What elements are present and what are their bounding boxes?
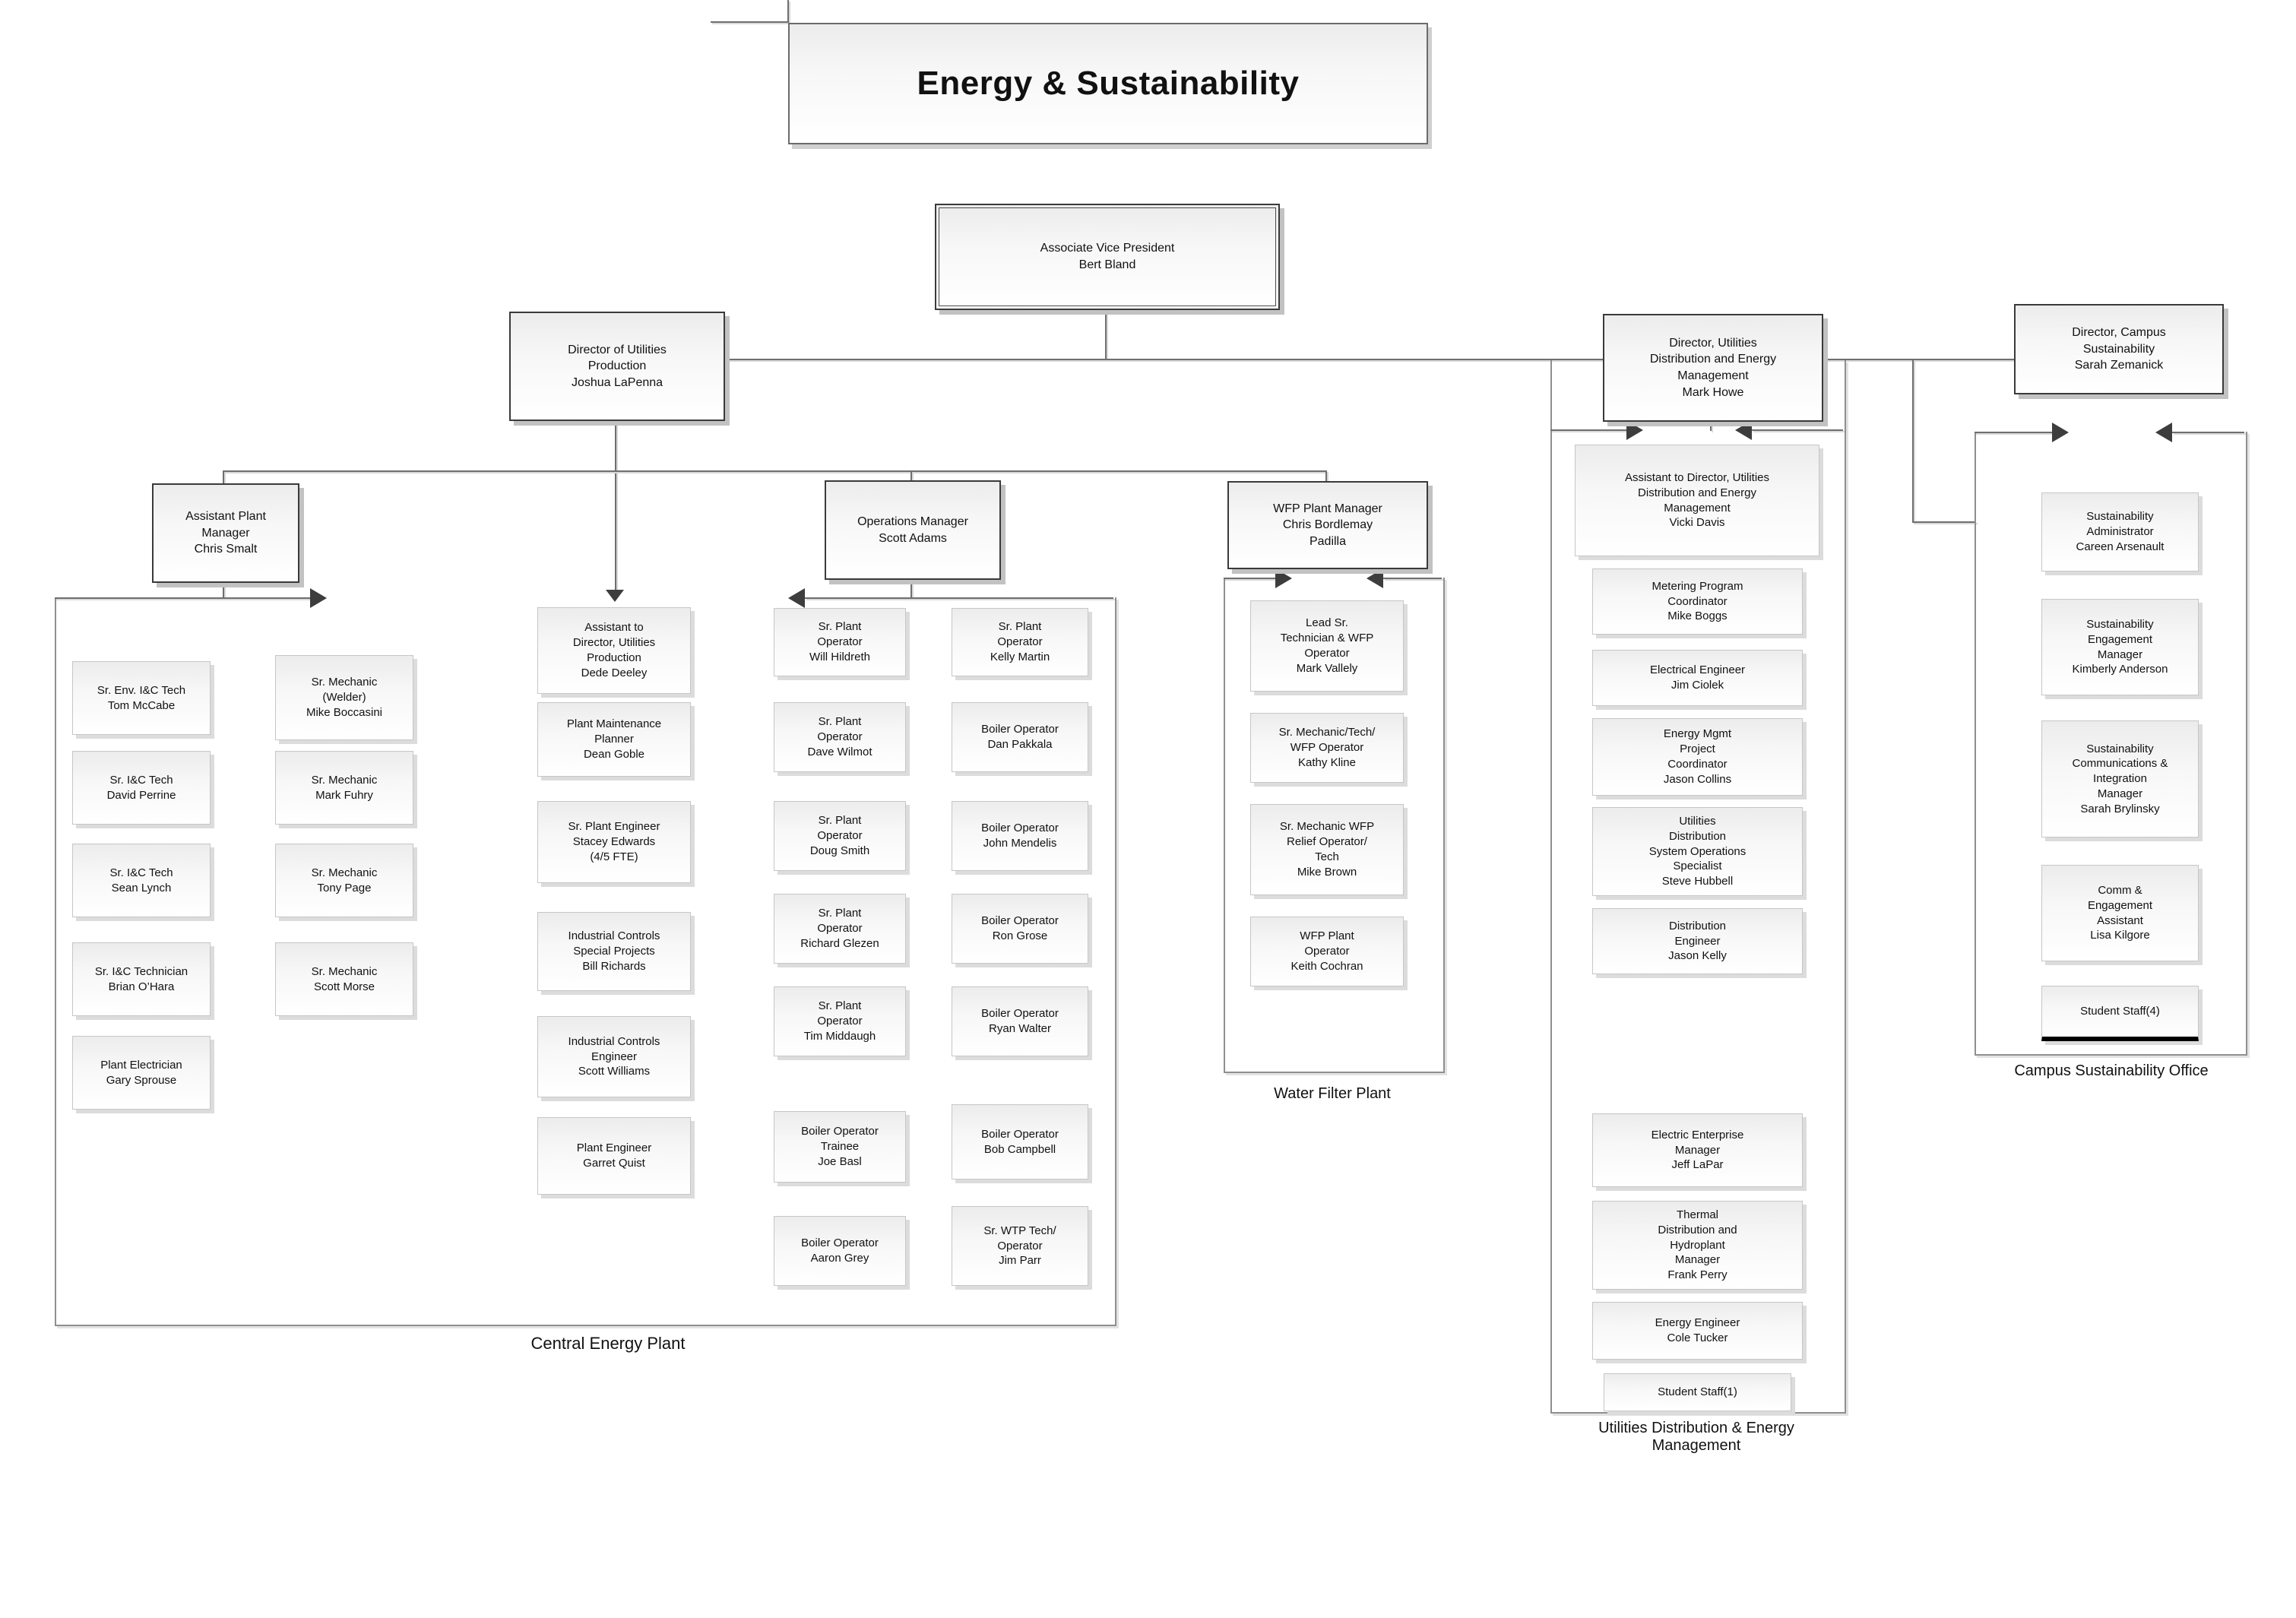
arrow-into-campus-right	[2155, 423, 2172, 442]
org-node-doug-smith: Sr. Plant Operator Doug Smith	[774, 801, 906, 871]
org-node-jason-collins: Energy Mgmt Project Coordinator Jason Co…	[1592, 718, 1803, 796]
org-node-tom-mccabe: Sr. Env. I&C Tech Tom McCabe	[72, 661, 211, 735]
arrow-into-udem-left	[1626, 420, 1643, 440]
arrow-into-campus-left	[2052, 423, 2069, 442]
org-node-jeff-lapar: Electric Enterprise Manager Jeff LaPar	[1592, 1113, 1803, 1187]
org-node-david-perrine: Sr. I&C Tech David Perrine	[72, 751, 211, 825]
org-node-sean-lynch: Sr. I&C Tech Sean Lynch	[72, 844, 211, 917]
org-node-scott-morse: Sr. Mechanic Scott Morse	[275, 942, 413, 1016]
org-node-tim-middaugh: Sr. Plant Operator Tim Middaugh	[774, 986, 906, 1056]
org-node-dean-goble: Plant Maintenance Planner Dean Goble	[537, 702, 691, 777]
org-node-bert-bland: Associate Vice President Bert Bland	[935, 204, 1280, 310]
org-title-box: Energy & Sustainability	[788, 23, 1428, 144]
wfp-top-right-segment	[1383, 578, 1442, 579]
org-node-udem-student-staff: Student Staff(1)	[1604, 1373, 1791, 1411]
campus-sustainability-label: Campus Sustainability Office	[2014, 1062, 2209, 1079]
campus-top-right-segment	[2172, 432, 2244, 433]
org-node-dan-pakkala: Boiler Operator Dan Pakkala	[952, 702, 1088, 772]
org-node-will-hildreth: Sr. Plant Operator Will Hildreth	[774, 608, 906, 676]
org-node-kimberly-anderson: Sustainability Engagement Manager Kimber…	[2041, 599, 2199, 695]
arrow-into-cep-right	[788, 588, 805, 608]
org-node-vicki-davis: Assistant to Director, Utilities Distrib…	[1575, 445, 1819, 556]
arrow-into-cep-left	[310, 588, 327, 608]
org-node-mark-fuhry: Sr. Mechanic Mark Fuhry	[275, 751, 413, 825]
connector-top-tick	[787, 0, 789, 23]
org-node-careen-arsenault: Sustainability Administrator Careen Arse…	[2041, 492, 2199, 572]
connector-top-stub	[711, 21, 787, 23]
org-node-richard-glezen: Sr. Plant Operator Richard Glezen	[774, 894, 906, 964]
org-node-sarah-brylinsky: Sustainability Communications & Integrat…	[2041, 720, 2199, 837]
org-node-bill-richards: Industrial Controls Special Projects Bil…	[537, 912, 691, 991]
campus-top-left-segment	[1975, 432, 2052, 433]
cep-top-right-segment	[805, 597, 1113, 599]
org-node-gary-sprouse: Plant Electrician Gary Sprouse	[72, 1036, 211, 1110]
org-node-kelly-martin: Sr. Plant Operator Kelly Martin	[952, 608, 1088, 676]
arrow-into-udem-right	[1735, 420, 1752, 440]
udem-frame	[1550, 360, 1846, 1414]
central-energy-plant-frame	[55, 597, 1116, 1326]
connector-wfp-feed	[1325, 470, 1327, 481]
cep-top-left-segment	[55, 597, 310, 599]
water-filter-plant-frame	[1224, 578, 1445, 1073]
org-node-jim-ciolek: Electrical Engineer Jim Ciolek	[1592, 650, 1803, 706]
arrow-into-wfp-left	[1275, 568, 1292, 588]
org-node-ryan-walter: Boiler Operator Ryan Walter	[952, 986, 1088, 1056]
udem-label: Utilities Distribution & Energy Manageme…	[1598, 1420, 1794, 1454]
org-node-tony-page: Sr. Mechanic Tony Page	[275, 844, 413, 917]
water-filter-plant-label: Water Filter Plant	[1274, 1085, 1391, 1102]
connector-smalt-feed	[223, 470, 224, 483]
org-node-dede-deeley: Assistant to Director, Utilities Product…	[537, 607, 691, 694]
connector-ops-under	[910, 577, 912, 598]
connector-trunk	[720, 359, 2014, 360]
org-node-steve-hubbell: Utilities Distribution System Operations…	[1592, 807, 1803, 896]
org-node-scott-adams: Operations Manager Scott Adams	[825, 480, 1001, 580]
org-node-joe-basl: Boiler Operator Trainee Joe Basl	[774, 1111, 906, 1183]
org-node-mike-boccasini: Sr. Mechanic (Welder) Mike Boccasini	[275, 655, 413, 740]
org-node-jim-parr: Sr. WTP Tech/ Operator Jim Parr	[952, 1206, 1088, 1286]
arrow-into-wfp-right	[1367, 568, 1383, 588]
org-node-john-mendelis: Boiler Operator John Mendelis	[952, 801, 1088, 871]
org-node-ron-grose: Boiler Operator Ron Grose	[952, 894, 1088, 964]
org-node-stacey-edwards: Sr. Plant Engineer Stacey Edwards (4/5 F…	[537, 801, 691, 883]
connector-lapenna-drop	[615, 418, 616, 590]
campus-frame	[1975, 432, 2247, 1056]
connector-ops-feed	[910, 470, 912, 480]
org-node-garret-quist: Plant Engineer Garret Quist	[537, 1117, 691, 1195]
org-node-brian-ohara: Sr. I&C Technician Brian O’Hara	[72, 942, 211, 1016]
org-node-aaron-grey: Boiler Operator Aaron Grey	[774, 1216, 906, 1286]
org-node-frank-perry: Thermal Distribution and Hydroplant Mana…	[1592, 1201, 1803, 1290]
org-node-lisa-kilgore: Comm & Engagement Assistant Lisa Kilgore	[2041, 865, 2199, 961]
connector-smalt-under	[223, 580, 224, 598]
udem-top-right-segment	[1752, 429, 1843, 431]
org-node-mike-brown: Sr. Mechanic WFP Relief Operator/ Tech M…	[1250, 804, 1404, 895]
connector-avp-drop	[1105, 307, 1107, 359]
org-node-mark-howe: Director, Utilities Distribution and Ene…	[1603, 314, 1823, 422]
connector-campus-feed-v	[1912, 359, 1914, 523]
connector-campus-feed-h	[1912, 521, 1976, 523]
arrow-down-to-support-column	[606, 590, 624, 602]
connector-branch	[223, 470, 1327, 472]
org-node-jason-kelly: Distribution Engineer Jason Kelly	[1592, 908, 1803, 974]
org-node-scott-williams: Industrial Controls Engineer Scott Willi…	[537, 1016, 691, 1097]
org-node-chris-bordlemay-padilla: WFP Plant Manager Chris Bordlemay Padill…	[1227, 481, 1428, 569]
org-node-kathy-kline: Sr. Mechanic/Tech/ WFP Operator Kathy Kl…	[1250, 713, 1404, 783]
org-node-dave-wilmot: Sr. Plant Operator Dave Wilmot	[774, 702, 906, 772]
org-node-bob-campbell: Boiler Operator Bob Campbell	[952, 1104, 1088, 1179]
udem-top-left-segment	[1550, 429, 1626, 431]
central-energy-plant-label: Central Energy Plant	[530, 1334, 686, 1353]
org-node-mark-vallely: Lead Sr. Technician & WFP Operator Mark …	[1250, 600, 1404, 692]
org-node-keith-cochran: WFP Plant Operator Keith Cochran	[1250, 917, 1404, 986]
connector-howe-drop	[1710, 419, 1712, 431]
org-node-cole-tucker: Energy Engineer Cole Tucker	[1592, 1302, 1803, 1360]
org-node-mike-boggs: Metering Program Coordinator Mike Boggs	[1592, 568, 1803, 635]
org-node-chris-smalt: Assistant Plant Manager Chris Smalt	[152, 483, 299, 583]
org-node-campus-student-staff: Student Staff(4)	[2041, 986, 2199, 1041]
org-node-sarah-zemanick: Director, Campus Sustainability Sarah Ze…	[2014, 304, 2224, 394]
org-node-joshua-lapenna: Director of Utilities Production Joshua …	[509, 312, 725, 421]
wfp-top-left-segment	[1224, 578, 1275, 579]
